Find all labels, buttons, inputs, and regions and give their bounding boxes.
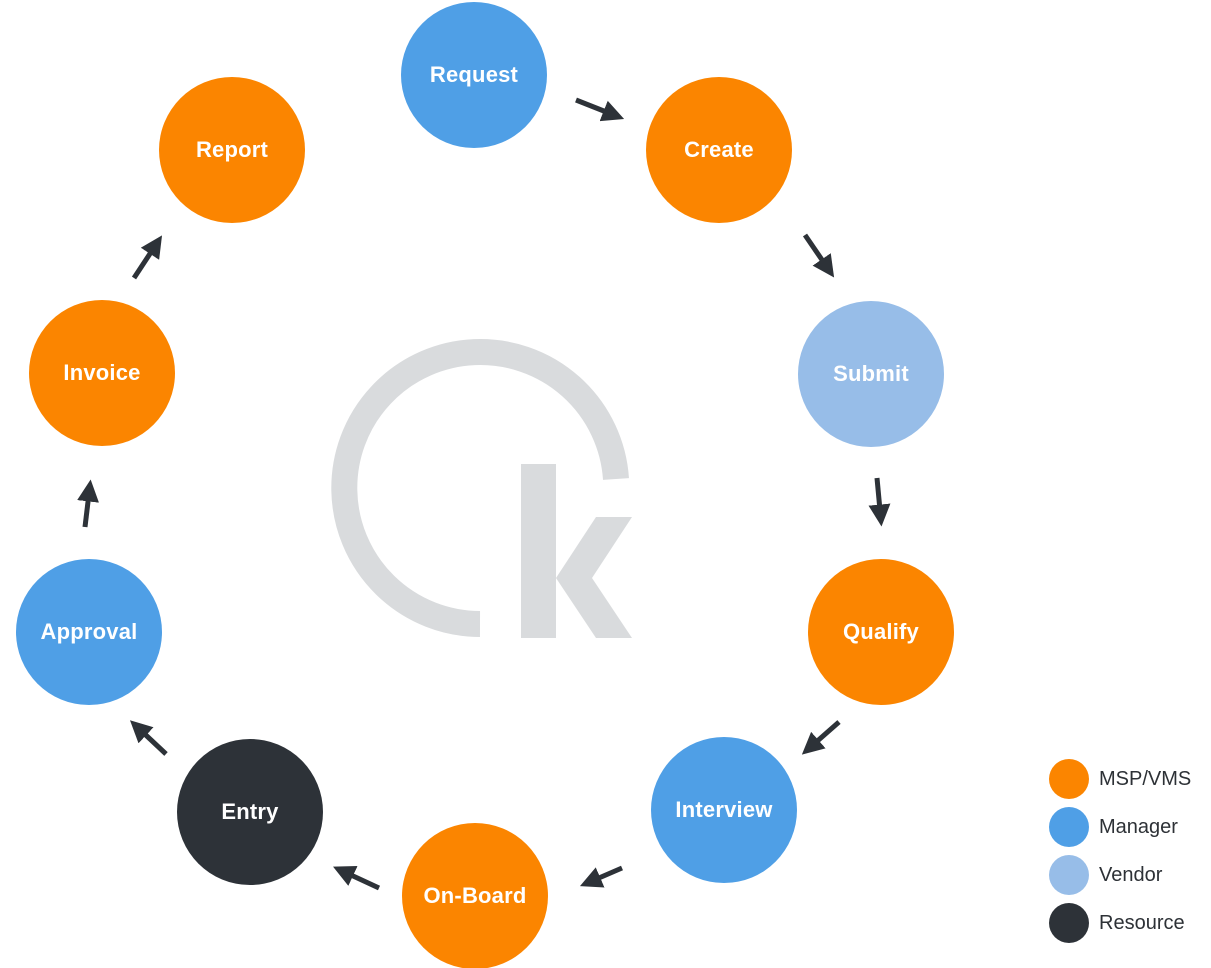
step-submit: Submit: [798, 301, 944, 447]
legend: MSP/VMS Manager Vendor Resource: [1049, 755, 1209, 947]
step-label: Report: [195, 137, 269, 162]
step-label: Invoice: [63, 360, 141, 385]
legend-label: Resource: [1099, 911, 1185, 934]
legend-item-vendor: Vendor: [1049, 851, 1209, 899]
step-label: On-Board: [423, 883, 527, 908]
legend-swatch: [1049, 855, 1089, 895]
step-label: Create: [684, 137, 754, 162]
legend-item-manager: Manager: [1049, 803, 1209, 851]
step-label: Entry: [221, 799, 279, 824]
legend-item-resource: Resource: [1049, 899, 1209, 947]
legend-item-msp-vms: MSP/VMS: [1049, 755, 1209, 803]
step-label: Qualify: [843, 619, 919, 644]
legend-label: MSP/VMS: [1099, 767, 1192, 790]
legend-swatch: [1049, 759, 1089, 799]
legend-swatch: [1049, 903, 1089, 943]
step-entry: Entry: [177, 739, 323, 885]
legend-label: Vendor: [1099, 863, 1163, 886]
step-label: Interview: [675, 797, 773, 822]
step-approval: Approval: [16, 559, 162, 705]
legend-swatch: [1049, 807, 1089, 847]
step-interview: Interview: [651, 737, 797, 883]
step-label: Approval: [40, 619, 138, 644]
step-label: Request: [429, 62, 519, 87]
step-invoice: Invoice: [29, 300, 175, 446]
step-label: Submit: [833, 361, 909, 386]
step-create: Create: [646, 77, 792, 223]
step-onboard: On-Board: [402, 823, 548, 968]
step-qualify: Qualify: [808, 559, 954, 705]
legend-label: Manager: [1099, 815, 1178, 838]
step-request: Request: [401, 2, 547, 148]
step-report: Report: [159, 77, 305, 223]
